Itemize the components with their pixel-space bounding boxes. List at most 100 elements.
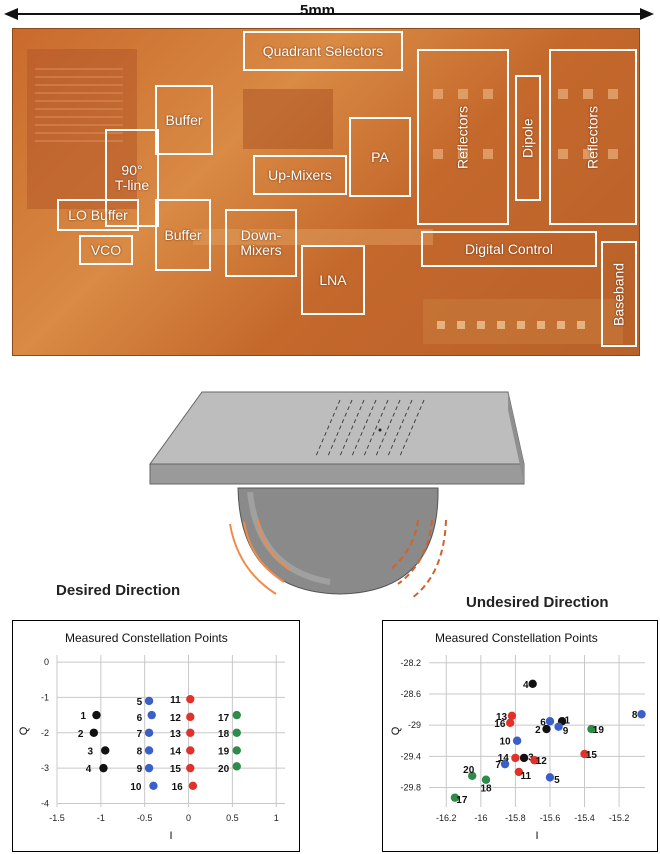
constellation-point <box>101 746 110 755</box>
constellation-point <box>144 696 154 706</box>
y-tick-label: -3 <box>41 763 49 773</box>
y-tick-label: -29 <box>408 720 421 730</box>
undesired-constellation-plot: -16.2-16-15.8-15.6-15.4-15.2-28.2-28.6-2… <box>390 655 646 842</box>
point-label: 6 <box>137 713 143 724</box>
constellation-point <box>481 775 491 784</box>
point-label: 16 <box>172 782 184 793</box>
point-label: 20 <box>218 764 230 775</box>
point-label: 12 <box>536 756 548 767</box>
point-label: 20 <box>463 765 475 776</box>
point-label: 17 <box>218 713 230 724</box>
constellation-point <box>144 728 154 737</box>
constellation-point <box>92 710 101 720</box>
point-label: 9 <box>563 726 569 737</box>
point-label: 14 <box>498 753 510 764</box>
x-tick-label: -15.6 <box>540 813 561 823</box>
constellation-point <box>186 763 195 773</box>
point-label: 11 <box>170 695 181 706</box>
constellation-point <box>507 711 517 720</box>
block-lna: LNA <box>301 245 365 315</box>
point-label: 9 <box>137 764 143 775</box>
y-tick-label: -28.6 <box>400 689 421 699</box>
point-label: 13 <box>170 729 182 740</box>
block-buffer-bottom: Buffer <box>155 199 211 271</box>
point-label: 7 <box>495 760 501 771</box>
constellation-point <box>144 746 154 755</box>
die-dimension-label: 5mm <box>300 2 336 19</box>
x-tick-label: 0.5 <box>226 813 239 823</box>
desired-wave-icon <box>229 519 291 595</box>
point-label: 15 <box>586 750 598 761</box>
constellation-point <box>528 679 537 689</box>
block-vco: VCO <box>79 235 133 265</box>
constellation-point <box>186 694 195 704</box>
y-tick-label: -4 <box>41 798 49 808</box>
desired-direction-label: Desired Direction <box>56 582 181 599</box>
constellation-point <box>450 793 460 802</box>
constellation-point <box>186 746 195 755</box>
x-tick-label: -15.2 <box>609 813 630 823</box>
block-buffer-top: Buffer <box>155 85 213 155</box>
block-reflectors-left: Reflectors <box>417 49 509 225</box>
undesired-constellation-panel: Measured Constellation Points -16.2-16-1… <box>382 620 658 852</box>
y-axis-label: Q <box>390 726 402 735</box>
constellation-point <box>232 746 241 755</box>
point-label: 5 <box>137 697 143 708</box>
block-baseband: Baseband <box>601 241 637 347</box>
point-label: 17 <box>456 795 468 806</box>
y-tick-label: -29.4 <box>400 751 421 761</box>
constellation-point <box>500 759 510 769</box>
constellation-point <box>468 771 477 781</box>
point-label: 15 <box>170 764 182 775</box>
undesired-plot-title: Measured Constellation Points <box>435 631 598 645</box>
x-tick-label: -1.5 <box>49 813 65 823</box>
constellation-point <box>506 718 515 728</box>
block-lo-buffer: LO Buffer <box>57 199 139 231</box>
point-label: 10 <box>499 737 511 748</box>
desired-plot-title: Measured Constellation Points <box>65 631 228 645</box>
point-label: 2 <box>535 725 541 736</box>
undesired-direction-label: Undesired Direction <box>466 594 609 611</box>
block-t-line: 90° T-line <box>105 129 159 227</box>
block-down-mixers: Down- Mixers <box>225 209 297 277</box>
constellation-point <box>99 763 108 773</box>
die-dimension-arrow <box>0 0 660 26</box>
constellation-point <box>147 710 156 720</box>
constellation-point <box>512 736 522 745</box>
substrate-top-icon <box>149 391 525 465</box>
point-label: 19 <box>593 725 605 736</box>
constellation-point <box>530 756 539 765</box>
constellation-point <box>149 781 158 790</box>
constellation-point <box>519 753 529 763</box>
desired-constellation-panel: Measured Constellation Points -1.5 -1 -0.5… <box>12 620 300 852</box>
x-tick-label: -16 <box>474 813 487 823</box>
constellation-point <box>587 724 596 734</box>
y-tick-label: -28.2 <box>400 658 421 668</box>
x-tick-label: 0 <box>186 813 191 823</box>
block-pa: PA <box>349 117 411 197</box>
point-label: 1 <box>81 711 87 722</box>
constellation-point <box>542 724 551 734</box>
x-axis-label: I <box>535 830 538 842</box>
point-label: 13 <box>496 712 508 723</box>
x-tick-label: -15.8 <box>505 813 526 823</box>
point-label: 1 <box>564 716 570 727</box>
y-tick-label: -2 <box>41 728 49 738</box>
constellation-point <box>232 728 241 737</box>
point-label: 2 <box>78 729 84 740</box>
block-dipole: Dipole <box>515 75 541 201</box>
point-label: 18 <box>218 729 230 740</box>
constellation-point <box>232 710 241 720</box>
point-label: 12 <box>170 713 182 724</box>
constellation-point <box>637 710 646 719</box>
y-tick-label: 0 <box>44 657 49 667</box>
y-tick-label: -1 <box>41 692 49 702</box>
constellation-point <box>554 722 563 731</box>
point-label: 16 <box>494 719 506 730</box>
point-label: 4 <box>86 764 92 775</box>
point-label: 4 <box>523 680 529 691</box>
point-label: 7 <box>137 729 143 740</box>
point-label: 8 <box>137 746 143 757</box>
x-tick-label: -0.5 <box>137 813 153 823</box>
